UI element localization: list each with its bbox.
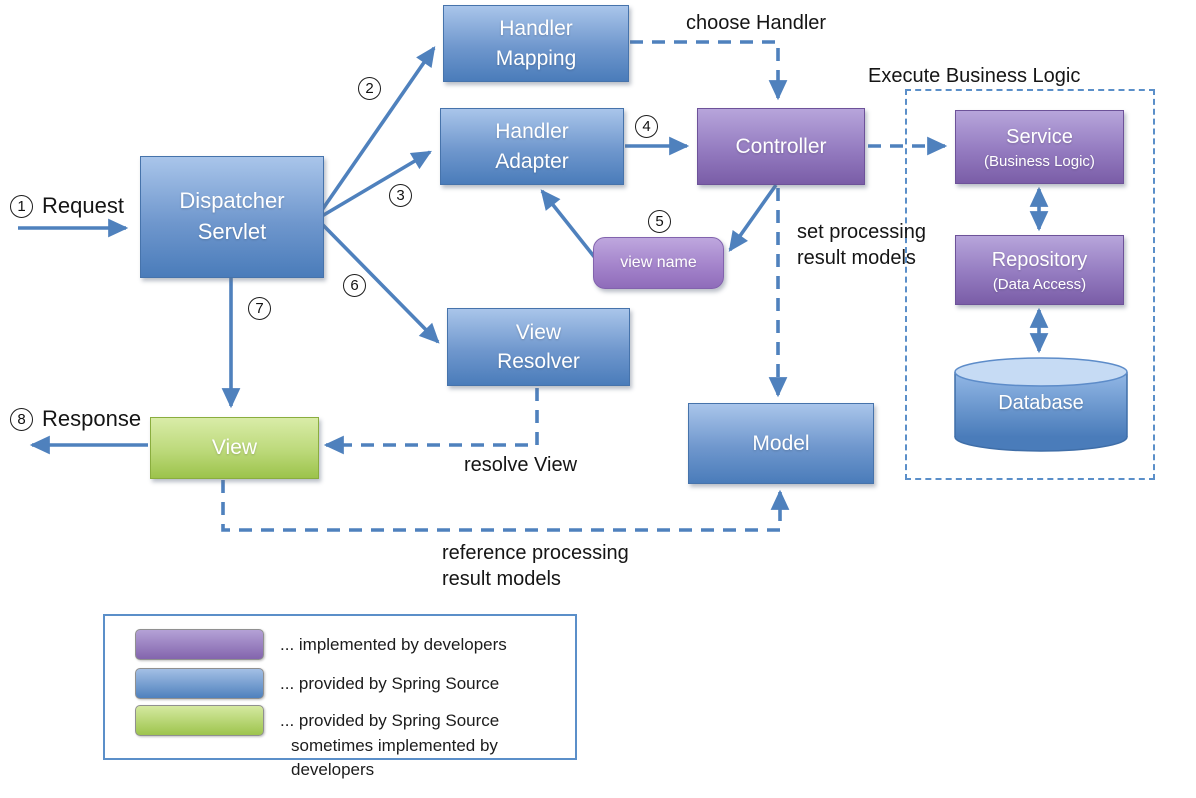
- service-subtitle: (Business Logic): [984, 153, 1095, 170]
- step-2-badge: 2: [358, 77, 381, 100]
- dashed-resolver-to-view: [323, 388, 539, 455]
- view-resolver-box: View Resolver: [447, 308, 630, 386]
- request-label: 1 Request: [10, 192, 124, 221]
- set-processing-label: set processing result models: [797, 221, 926, 269]
- legend-label-provided: ... provided by Spring Source: [280, 674, 500, 693]
- arrow-step6-to-view-resolver: [320, 222, 440, 344]
- arrow-step3-to-handler-adapter: [321, 150, 432, 218]
- arrow-controller-to-viewname: [728, 183, 778, 252]
- legend-item-implemented: ... implemented by developers: [135, 629, 507, 660]
- response-text: Response: [42, 406, 142, 431]
- dashed-view-to-model: [221, 480, 790, 532]
- view-name-box: view name: [593, 237, 724, 289]
- response-label: 8 Response: [10, 405, 141, 434]
- step-8-badge: 8: [10, 407, 33, 431]
- controller-box: Controller: [697, 108, 865, 185]
- repository-title: Repository: [991, 249, 1088, 271]
- legend-item-provided-sometimes: ... provided by Spring Source sometimes …: [135, 705, 575, 783]
- arrow-step2-to-handler-mapping: [320, 46, 436, 212]
- legend-box: ... implemented by developers ... provid…: [103, 614, 577, 779]
- database-label: Database: [998, 392, 1084, 414]
- model-box: Model: [688, 403, 874, 484]
- legend-label-implemented: ... implemented by developers: [280, 635, 507, 654]
- legend-swatch-green: [135, 705, 264, 736]
- dispatcher-servlet-box: Dispatcher Servlet: [140, 156, 324, 278]
- service-box: Service (Business Logic): [955, 110, 1124, 184]
- repository-subtitle: (Data Access): [992, 276, 1087, 293]
- request-text: Request: [42, 193, 124, 218]
- resolve-view-label: resolve View: [464, 454, 578, 476]
- legend-item-provided: ... provided by Spring Source: [135, 668, 499, 699]
- step-1-badge: 1: [10, 194, 33, 218]
- execute-business-logic-label: Execute Business Logic: [868, 65, 1081, 87]
- legend-line2: sometimes implemented by developers: [291, 735, 498, 780]
- step-5-badge: 5: [648, 210, 671, 233]
- legend-line1: ... provided by Spring Source: [280, 711, 500, 730]
- service-title: Service: [1006, 126, 1073, 148]
- arrow-viewname-to-adapter: [540, 189, 598, 261]
- legend-swatch-purple: [135, 629, 264, 660]
- step-3-badge: 3: [389, 184, 412, 207]
- reference-processing-label: reference processing result models: [442, 542, 629, 590]
- step-7-badge: 7: [248, 297, 271, 320]
- dashed-choose-handler: [630, 40, 788, 101]
- execute-business-logic-container: [905, 89, 1155, 480]
- handler-mapping-box: Handler Mapping: [443, 5, 629, 82]
- view-box: View: [150, 417, 319, 479]
- legend-label-provided-sometimes: ... provided by Spring Source sometimes …: [280, 705, 575, 783]
- step-6-badge: 6: [343, 274, 366, 297]
- choose-handler-label: choose Handler: [686, 12, 827, 34]
- legend-swatch-blue: [135, 668, 264, 699]
- repository-box: Repository (Data Access): [955, 235, 1124, 305]
- handler-adapter-box: Handler Adapter: [440, 108, 624, 185]
- step-4-badge: 4: [635, 115, 658, 138]
